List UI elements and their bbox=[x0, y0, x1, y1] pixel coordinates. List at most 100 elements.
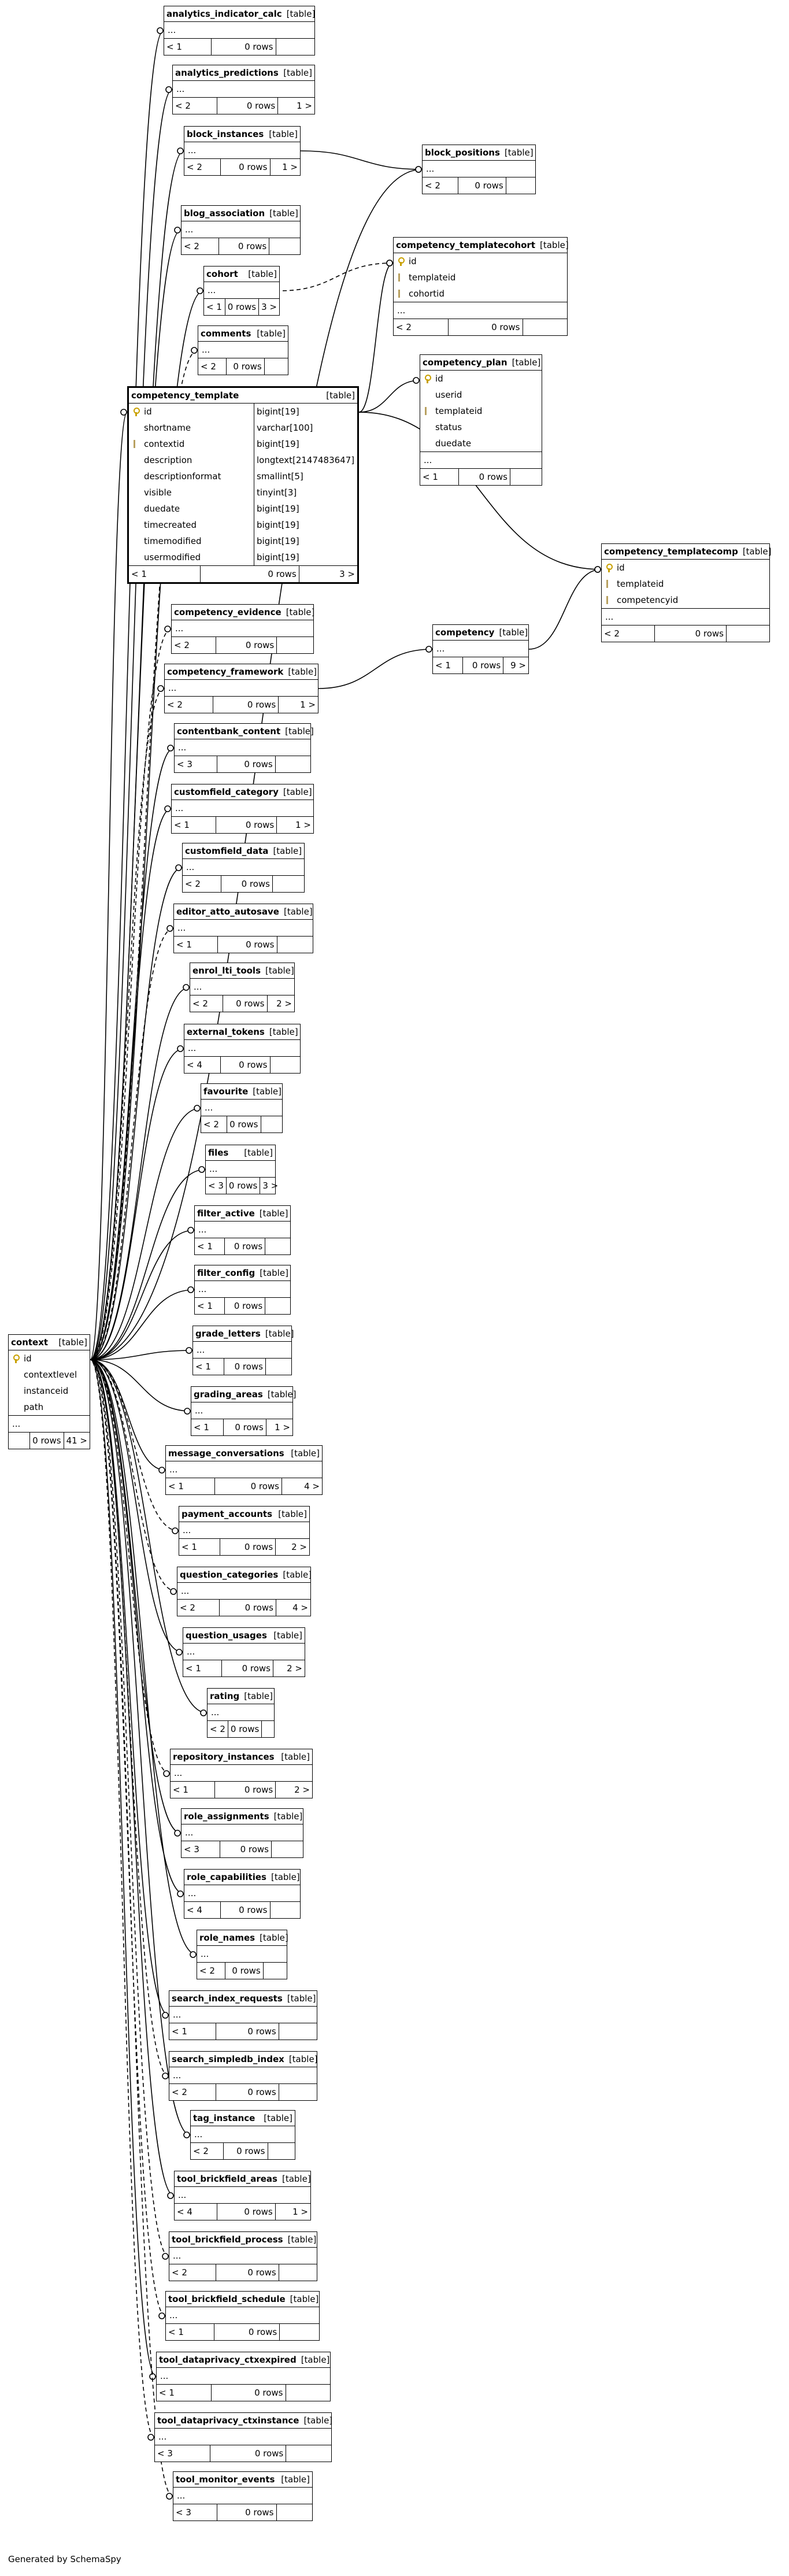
parents-count[interactable]: < 2 bbox=[184, 159, 221, 175]
table-name[interactable]: comments bbox=[201, 328, 251, 339]
parents-count[interactable]: < 2 bbox=[201, 1116, 227, 1132]
table-name[interactable]: enrol_lti_tools bbox=[192, 965, 261, 976]
children-count[interactable] bbox=[271, 1057, 301, 1073]
children-count[interactable] bbox=[269, 238, 300, 254]
table-name[interactable]: editor_atto_autosave bbox=[176, 906, 279, 917]
table-name[interactable]: competency_plan bbox=[423, 357, 508, 368]
table-name[interactable]: tool_dataprivacy_ctxexpired bbox=[159, 2355, 297, 2365]
children-count[interactable] bbox=[286, 2385, 331, 2401]
table-name[interactable]: competency bbox=[435, 627, 495, 638]
parents-count[interactable]: < 1 bbox=[129, 566, 201, 582]
parents-count[interactable]: < 1 bbox=[433, 657, 464, 673]
parents-count[interactable]: < 1 bbox=[164, 39, 212, 55]
table-name[interactable]: block_positions bbox=[425, 147, 500, 158]
table-name[interactable]: analytics_predictions bbox=[175, 68, 279, 78]
children-count[interactable]: 41 > bbox=[66, 1435, 87, 1446]
parents-count[interactable]: < 3 bbox=[155, 2445, 211, 2462]
table-name[interactable]: search_index_requests bbox=[172, 1993, 283, 2004]
children-count[interactable] bbox=[277, 637, 313, 653]
table-name[interactable]: tool_dataprivacy_ctxinstance bbox=[157, 2415, 299, 2426]
table-name[interactable]: analytics_indicator_calc bbox=[166, 9, 282, 19]
table-name[interactable]: block_instances bbox=[187, 129, 264, 139]
children-count[interactable] bbox=[279, 2264, 317, 2281]
children-count[interactable] bbox=[272, 1841, 303, 1857]
parents-count[interactable]: < 2 bbox=[190, 995, 224, 1012]
parents-count[interactable]: < 3 bbox=[206, 1178, 227, 1194]
children-count[interactable] bbox=[276, 39, 315, 55]
table-name[interactable]: filter_config bbox=[197, 1268, 255, 1278]
children-count[interactable] bbox=[279, 2023, 317, 2040]
parents-count[interactable]: < 1 bbox=[169, 2023, 216, 2040]
parents-count[interactable]: < 1 bbox=[174, 937, 218, 953]
table-name[interactable]: message_conversations bbox=[168, 1448, 284, 1459]
table-name[interactable]: contentbank_content bbox=[177, 726, 281, 736]
children-count[interactable]: 2 > bbox=[287, 1663, 302, 1674]
children-count[interactable] bbox=[261, 1116, 283, 1132]
table-name[interactable]: competency_templatecohort bbox=[396, 240, 535, 250]
table-name[interactable]: payment_accounts bbox=[181, 1509, 272, 1519]
children-count[interactable] bbox=[286, 2445, 331, 2462]
table-name[interactable]: tool_monitor_events bbox=[176, 2474, 275, 2485]
parents-count[interactable]: < 2 bbox=[394, 319, 449, 335]
parents-count[interactable]: < 2 bbox=[169, 2264, 216, 2281]
table-name[interactable]: filter_active bbox=[197, 1208, 255, 1219]
children-count[interactable] bbox=[265, 358, 288, 375]
parents-count[interactable]: < 3 bbox=[175, 756, 218, 772]
children-count[interactable] bbox=[727, 626, 769, 642]
children-count[interactable] bbox=[265, 1298, 290, 1314]
table-name[interactable]: competency_framework bbox=[167, 667, 284, 677]
parents-count[interactable]: < 2 bbox=[191, 2143, 224, 2159]
parents-count[interactable]: < 2 bbox=[173, 98, 218, 114]
table-name[interactable]: repository_instances bbox=[173, 1752, 275, 1762]
table-name[interactable]: customfield_category bbox=[174, 787, 279, 797]
parents-count[interactable]: < 4 bbox=[175, 2204, 218, 2220]
table-name[interactable]: context bbox=[11, 1337, 49, 1348]
table-name[interactable]: question_usages bbox=[186, 1630, 267, 1641]
children-count[interactable] bbox=[271, 1902, 301, 1918]
parents-count[interactable]: < 1 bbox=[166, 1478, 216, 1494]
parents-count[interactable]: < 2 bbox=[208, 1721, 228, 1737]
children-count[interactable]: 3 > bbox=[262, 1180, 279, 1191]
table-name[interactable]: competency_evidence bbox=[174, 607, 281, 617]
children-count[interactable] bbox=[510, 469, 542, 485]
table-name[interactable]: search_simpledb_index bbox=[172, 2054, 284, 2064]
table-name[interactable]: tool_brickfield_process bbox=[172, 2234, 283, 2245]
parents-count[interactable]: < 1 bbox=[183, 1660, 222, 1676]
parents-count[interactable]: < 1 bbox=[195, 1298, 225, 1314]
parents-count[interactable]: < 1 bbox=[191, 1419, 224, 1435]
table-name[interactable]: rating bbox=[210, 1691, 240, 1701]
parents-count[interactable]: < 1 bbox=[179, 1539, 221, 1555]
children-count[interactable]: 1 > bbox=[292, 2207, 308, 2217]
parents-count[interactable]: < 2 bbox=[177, 1600, 220, 1616]
children-count[interactable]: 1 > bbox=[300, 699, 316, 710]
children-count[interactable]: 4 > bbox=[304, 1481, 320, 1491]
children-count[interactable]: 2 > bbox=[294, 1785, 310, 1795]
